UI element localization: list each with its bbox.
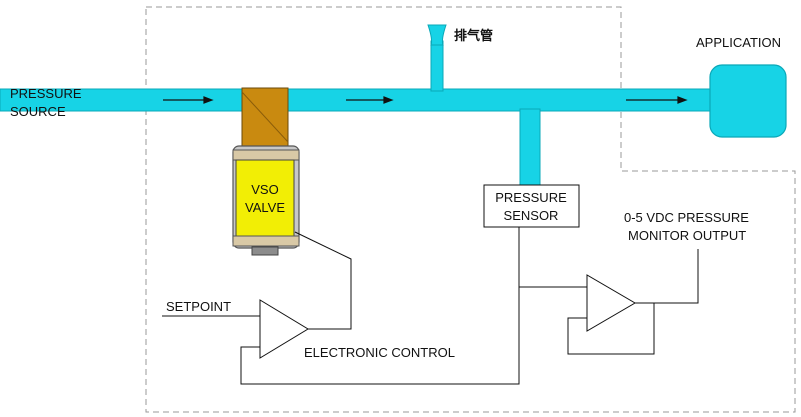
- valve-label-line1: VSO: [251, 182, 278, 197]
- feedback-wire: [240, 227, 520, 385]
- valve-upper-plate: [232, 149, 300, 161]
- monitor-output-wire: [635, 249, 699, 304]
- system-boundary: [145, 6, 796, 413]
- monitor-output-label-line1: 0-5 VDC PRESSURE: [624, 210, 749, 225]
- flow-arrow-icon: [626, 96, 688, 104]
- sensor-label-line2: SENSOR: [504, 208, 559, 223]
- exhaust-flare: [427, 24, 447, 46]
- electronic-control-label: ELECTRONIC CONTROL: [304, 345, 455, 360]
- valve-drive-wire: [294, 231, 352, 330]
- exhaust-label: 排气管: [454, 28, 493, 44]
- setpoint-label: SETPOINT: [166, 299, 231, 314]
- flow-arrow-icon: [346, 96, 394, 104]
- valve-lower-plate: [232, 235, 300, 247]
- opamp-icon: [586, 274, 636, 332]
- sensor-label-line1: PRESSURE: [495, 190, 567, 205]
- pressure-sensor-box: [483, 184, 580, 228]
- monitor-output-label-line2: MONITOR OUTPUT: [628, 228, 746, 243]
- sensor-branch-pipe: [519, 108, 541, 186]
- valve-connector: [251, 246, 279, 256]
- vso-valve: VSO VALVE: [232, 87, 300, 256]
- valve-body: [235, 159, 295, 237]
- application-tank: [709, 64, 787, 138]
- monitor-feedback-wire: [567, 303, 655, 355]
- flow-arrow-icon: [163, 96, 214, 104]
- application-label: APPLICATION: [696, 35, 781, 50]
- pressure-source-label-line2: SOURCE: [10, 104, 66, 119]
- opamp-icon: [259, 299, 309, 359]
- valve-label-line2: VALVE: [245, 200, 285, 215]
- valve-top-shade: [241, 91, 289, 143]
- exhaust-pipe: [430, 40, 444, 92]
- pressure-source-label-line1: PRESSURE: [10, 86, 82, 101]
